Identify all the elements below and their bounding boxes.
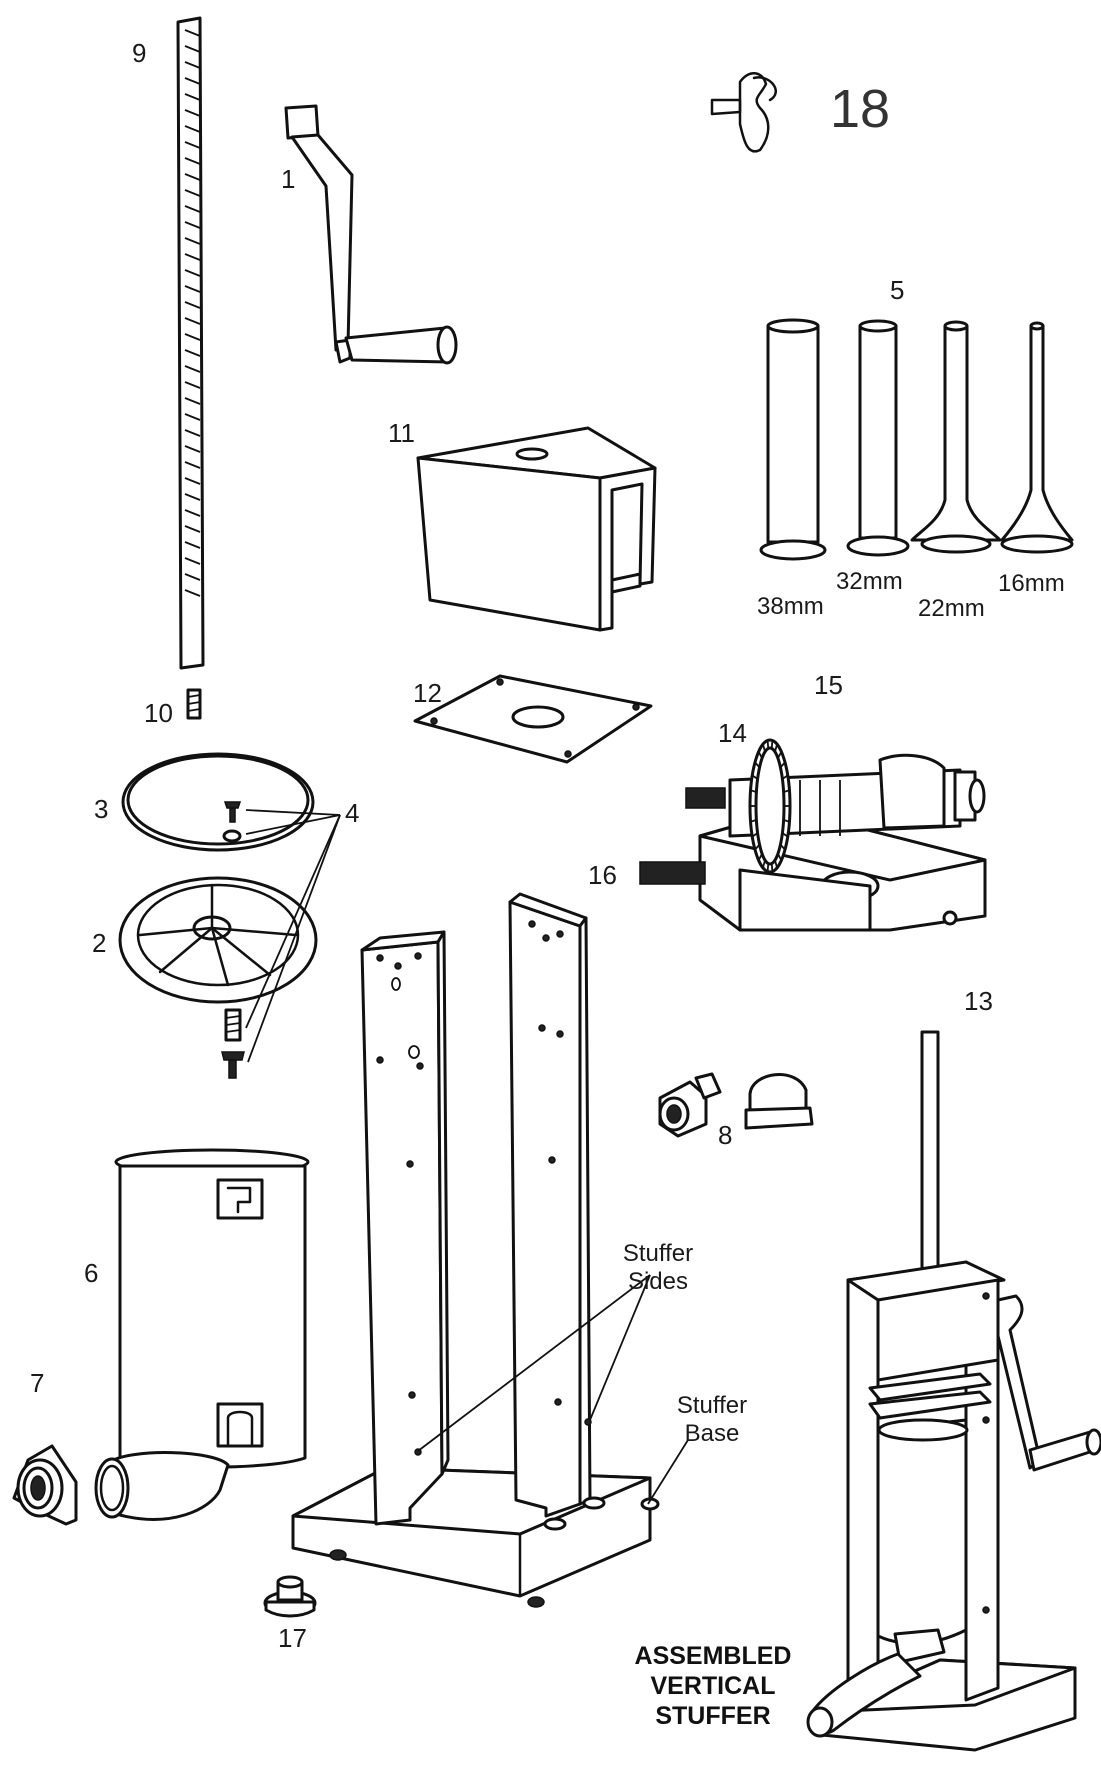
part-label-15: 15	[814, 670, 843, 700]
assembled-stuffer-drawing	[806, 1030, 1101, 1752]
part-label-4: 4	[345, 798, 360, 828]
part-label-8: 8	[718, 1120, 733, 1150]
part-label-2: 2	[92, 928, 107, 958]
callout-stuffer-base: Stuffer Base	[676, 1392, 748, 1447]
part-label-6: 6	[84, 1258, 99, 1288]
gear-mechanism-part	[639, 738, 987, 932]
nozzle-nut-part	[12, 1444, 78, 1526]
tube-size-32mm: 32mm	[836, 568, 903, 595]
wing-nut-part	[710, 72, 777, 153]
part-label-10: 10	[144, 698, 173, 728]
part-label-11: 11	[388, 418, 415, 448]
callout-stuffer-sides: Stuffer Sides	[622, 1240, 694, 1295]
foot-part	[263, 1575, 317, 1618]
bolt-cap-part	[658, 1072, 814, 1138]
rack-teeth	[184, 29, 201, 597]
piston-disc-part	[121, 752, 315, 852]
tube-size-38mm: 38mm	[757, 593, 824, 620]
plate-part	[413, 674, 653, 764]
part-label-9: 9	[132, 38, 147, 68]
canister-part	[94, 1148, 310, 1521]
crank-handle-part	[284, 104, 458, 365]
part-label-3: 3	[94, 794, 109, 824]
assembled-title-line-2: VERTICAL	[650, 1672, 776, 1700]
tube-size-22mm: 22mm	[918, 595, 985, 622]
filling-tubes-part	[759, 318, 1074, 561]
assembled-title-line-1: ASSEMBLED	[634, 1642, 792, 1670]
part-label-14: 14	[718, 718, 747, 748]
part-label-18: 18	[830, 79, 891, 139]
part-label-5: 5	[890, 275, 905, 305]
rack-rod-part	[176, 16, 205, 720]
part-label-7: 7	[30, 1368, 45, 1398]
assembled-title: ASSEMBLED VERTICAL STUFFER	[618, 1641, 808, 1731]
tube-size-16mm: 16mm	[998, 570, 1065, 597]
stuffer-frame-part	[291, 892, 689, 1608]
part-label-16: 16	[588, 860, 617, 890]
assembled-title-line-3: STUFFER	[655, 1702, 771, 1730]
part-label-17: 17	[278, 1623, 307, 1653]
part-label-13: 13	[964, 986, 993, 1016]
part-4-leaders	[245, 809, 341, 1063]
part-label-12: 12	[413, 678, 442, 708]
part-label-1: 1	[281, 164, 296, 194]
spoked-wheel-part	[118, 876, 318, 1079]
top-cover-part	[416, 426, 657, 632]
